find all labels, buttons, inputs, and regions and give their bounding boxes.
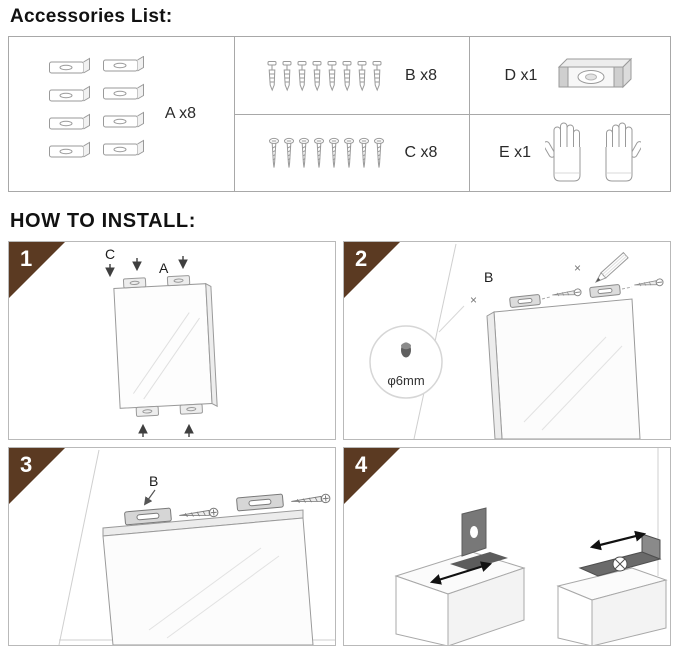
accessory-b-label: B x8 [404,66,437,84]
wall-edge-line [58,449,100,645]
label-b: B [484,269,493,285]
how-to-install-title: HOW TO INSTALL: [10,210,197,232]
step-4-number: 4 [355,452,368,477]
spirit-level-icon [558,57,633,88]
drill-mark-right: × [574,261,581,275]
step-corner-triangle [9,448,65,504]
step1-illustration: C A [105,246,218,437]
drill-mark-left: × [470,293,477,307]
step-3-number: 3 [20,452,33,477]
screw-icon [268,137,384,168]
adjust-bracket-detail-left [394,507,526,645]
mirror-against-wall [102,509,314,645]
accessory-d-cell: D x1 [469,37,670,114]
step-2-number: 2 [355,246,368,271]
pencil-icon [594,251,629,284]
step-corner-triangle [344,448,400,504]
inset-callout-line [438,305,465,333]
bracket-b-parts [124,493,284,526]
mounting-bracket-icon [48,56,144,158]
step4-illustration [394,448,668,645]
accessory-e-label: E x1 [498,144,531,161]
step-1-number: 1 [20,246,33,271]
adjust-bracket-detail-right [556,448,668,645]
step-1-panel: C A 1 [8,241,336,440]
step-2-panel: × × B φ6mm 2 [343,241,671,440]
screw-and-anchor-inserts [541,278,664,300]
gloves-icon [545,122,641,182]
accessories-table: A x8 B x8 D x1 [8,36,671,192]
step-4-panel: 4 [343,447,671,646]
accessory-d-label: D x1 [504,66,538,84]
label-b: B [149,473,158,489]
accessories-list-title: Accessories List: [10,6,173,27]
label-c: C [105,246,115,262]
wall-anchor-icon [267,60,382,90]
assembly-arrows [105,256,194,437]
accessory-c-label: C x8 [404,144,438,161]
install-steps-grid: C A 1 [8,241,671,646]
accessory-c-cell: C x8 [234,114,469,191]
step-corner-triangle [9,242,65,298]
step2-illustration: × × B φ6mm [369,243,664,439]
step-corner-triangle [344,242,400,298]
accessory-a-label: A x8 [164,105,197,122]
label-b-arrow [143,489,156,506]
mirror-against-wall [486,298,641,439]
label-a: A [159,260,169,276]
accessory-a-cell: A x8 [9,37,234,191]
bracket-b-parts [509,284,621,308]
step-3-panel: B 3 [8,447,336,646]
step3-illustration: B [58,449,335,645]
accessory-e-cell: E x1 [469,114,670,191]
hole-diameter-label: φ6mm [387,373,424,388]
drill-hole-inset: φ6mm [369,325,443,399]
accessory-b-cell: B x8 [234,37,469,114]
mirror-with-brackets [113,275,218,417]
